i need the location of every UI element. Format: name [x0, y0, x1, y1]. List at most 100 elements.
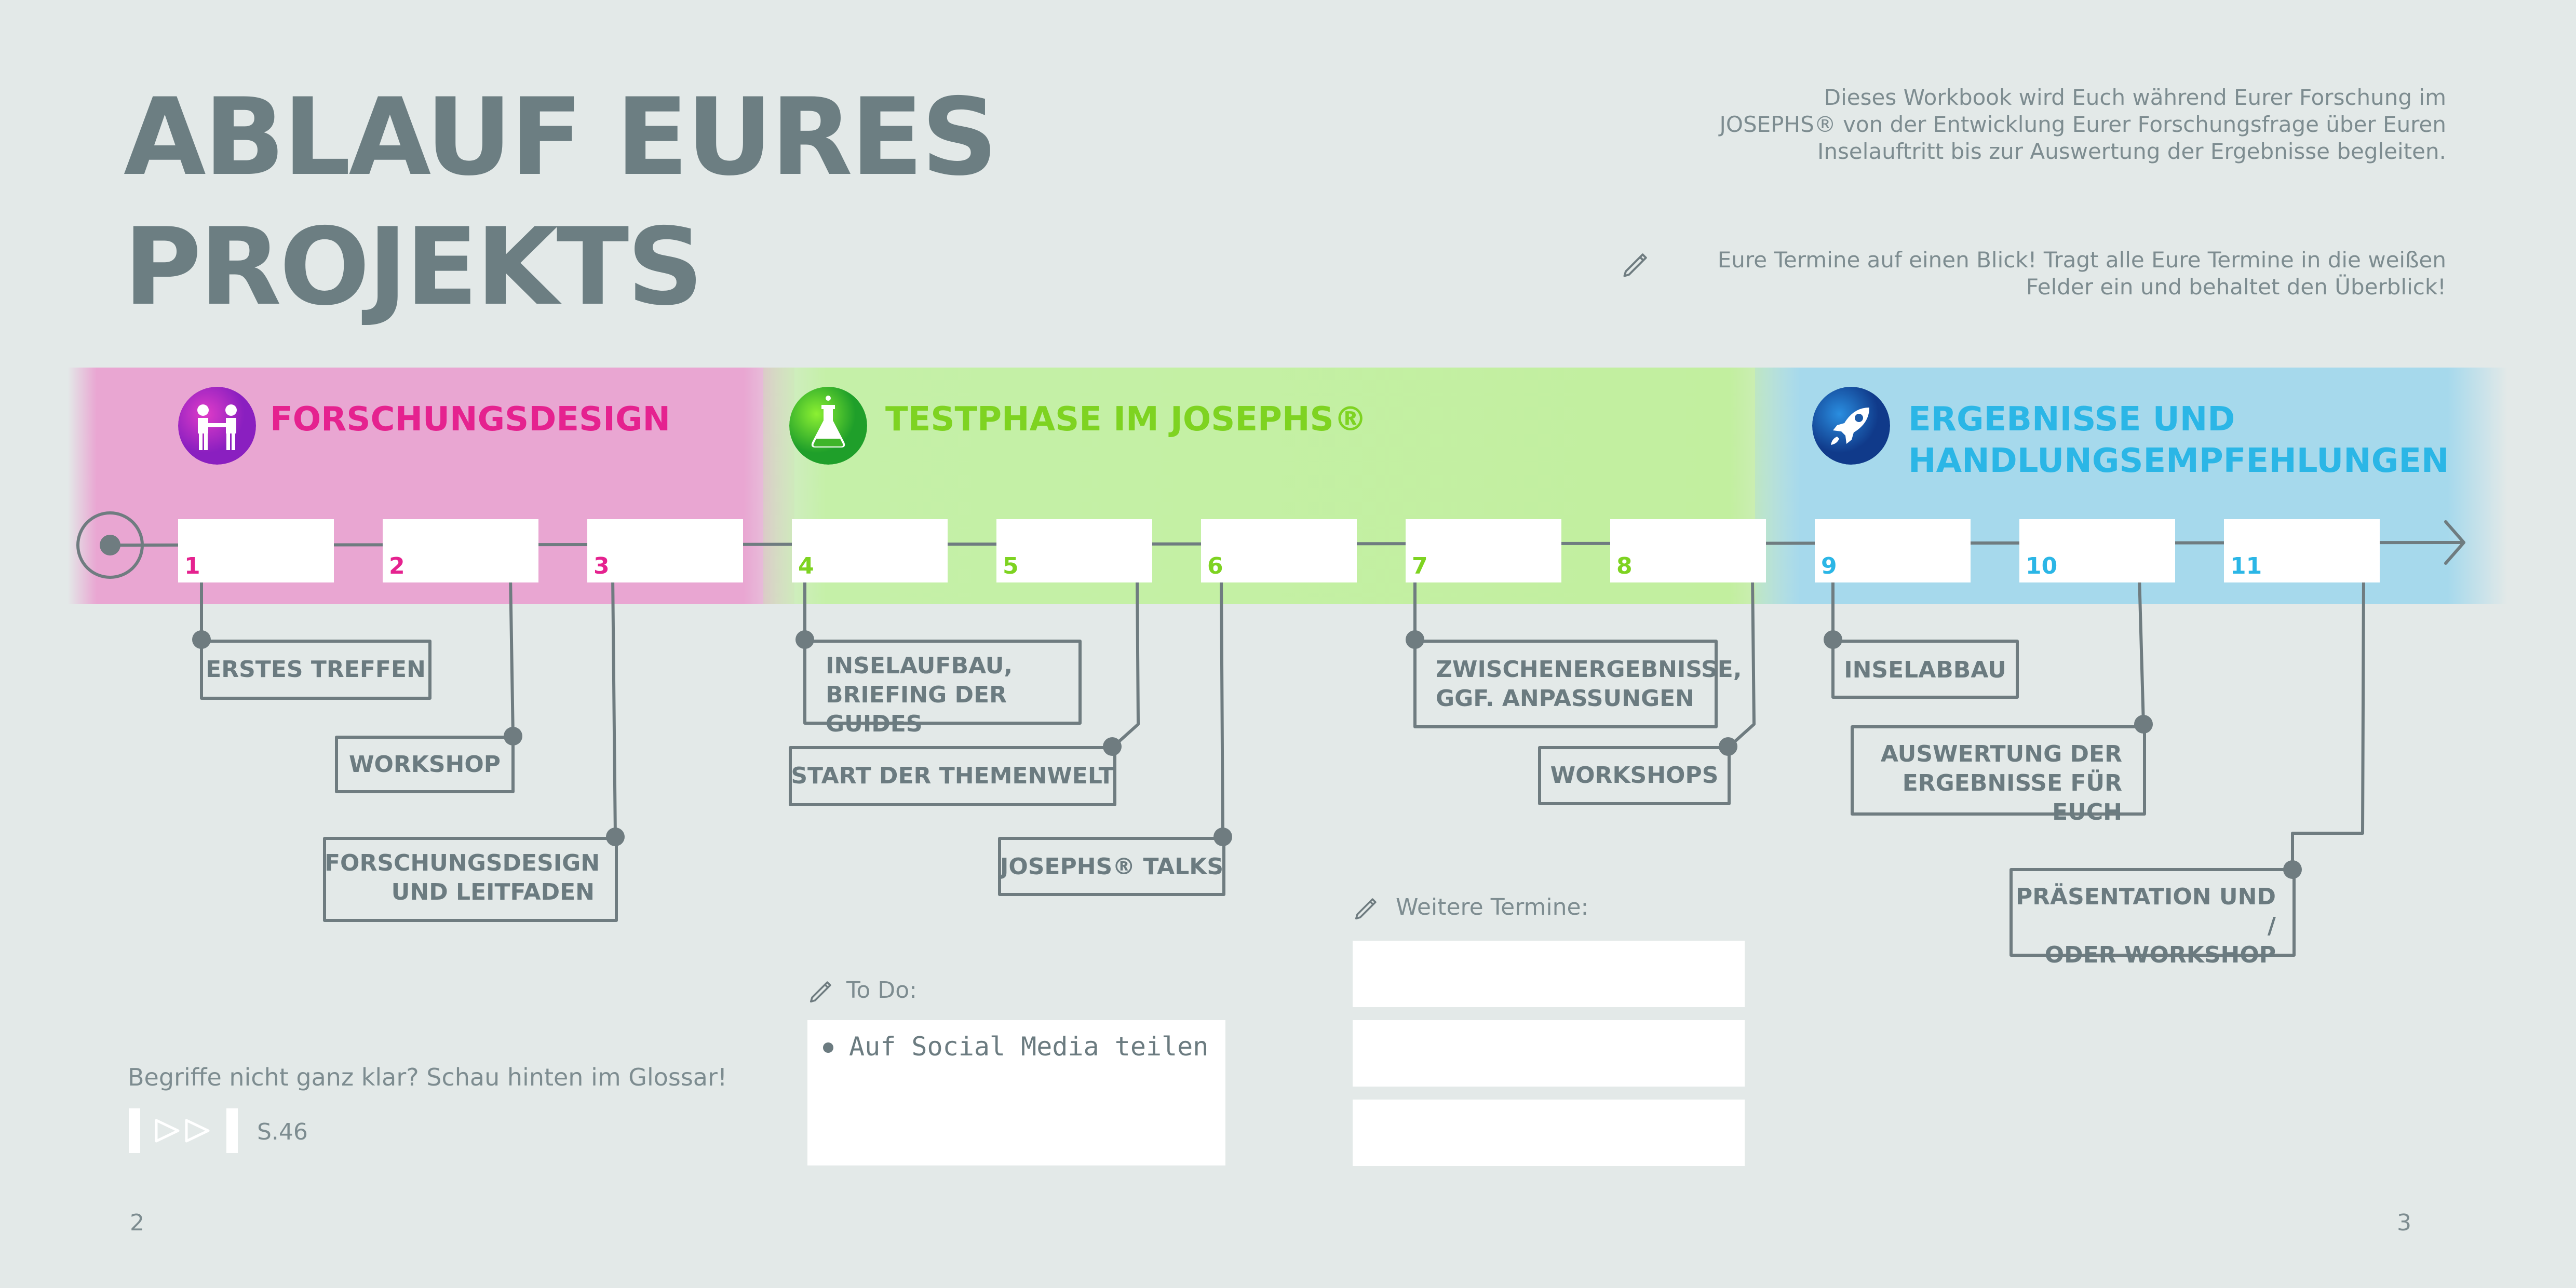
step-label-4-line-1: INSELAUFBAU,	[826, 653, 1013, 679]
glossar-hint: Begriffe nicht ganz klar? Schau hinten i…	[128, 1063, 727, 1091]
termin-hint-line-2: Felder ein und behaltet den Überblick!	[2026, 274, 2446, 300]
step-label-7-line-1: ZWISCHENERGEBNISSE,	[1436, 656, 1742, 683]
page-number-right: 3	[2397, 1210, 2411, 1236]
pencil-icon	[1355, 898, 1377, 920]
label-frame-8	[1538, 746, 1731, 805]
intro-text: Dieses Workbook wird Euch während Eurer …	[1719, 84, 2446, 165]
divider	[226, 1108, 238, 1153]
date-field-10[interactable]	[2019, 519, 2175, 582]
step-number-8: 8	[1616, 553, 1633, 579]
phase-title-ergebnisse-line-2: HANDLUNGSEMPFEHLUNGEN	[1908, 442, 2449, 480]
bullet-icon	[823, 1042, 833, 1053]
step-label-1-line-1: ERSTES TREFFEN	[206, 656, 426, 683]
step-label-6: JOSEPHS® TALKS	[1000, 852, 1224, 882]
weitere-termine-field-1[interactable]	[1353, 941, 1745, 1007]
date-field-5[interactable]	[996, 519, 1152, 582]
weitere-termine-field-3[interactable]	[1353, 1100, 1745, 1166]
step-number-10: 10	[2026, 553, 2058, 579]
step-label-7: ZWISCHENERGEBNISSE, GGF. ANPASSUNGEN	[1436, 655, 1742, 713]
step-number-1: 1	[184, 553, 200, 579]
step-label-6-line-1: JOSEPHS® TALKS	[1000, 853, 1224, 880]
glossar-page-ref: S.46	[257, 1119, 308, 1145]
date-field-2[interactable]	[383, 519, 538, 582]
step-label-4: INSELAUFBAU, BRIEFING DER GUIDES	[826, 652, 1075, 739]
label-frame-6	[998, 837, 1225, 896]
date-field-11[interactable]	[2224, 519, 2380, 582]
date-field-1[interactable]	[178, 519, 334, 582]
timeline-arrow	[2444, 520, 2465, 565]
pencil-icon	[1623, 253, 1647, 277]
intro-line-2: JOSEPHS® von der Entwicklung Eurer Forsc…	[1719, 112, 2446, 137]
label-frame-11	[2009, 868, 2296, 957]
label-frame-7	[1413, 640, 1718, 728]
step-number-4: 4	[798, 553, 814, 579]
step-label-3-line-2: UND LEITFADEN	[391, 879, 595, 905]
phase-title-forschungsdesign: FORSCHUNGSDESIGN	[270, 400, 671, 439]
step-label-10-line-1: AUSWERTUNG DER	[1880, 741, 2122, 767]
weitere-termine-label: Weitere Termine:	[1396, 894, 1589, 920]
connector-2	[509, 575, 515, 738]
step-label-1: ERSTES TREFFEN	[201, 655, 430, 684]
label-frame-3	[323, 837, 618, 922]
step-label-5-line-1: START DER THEMENWELT	[791, 763, 1114, 789]
step-label-8: WORKSHOPS	[1540, 761, 1729, 790]
label-frame-4	[803, 640, 1082, 725]
step-label-10-line-2: ERGEBNISSE FÜR EUCH	[1902, 770, 2122, 825]
phase-title-testphase: TESTPHASE IM JOSEPHS®	[885, 400, 1367, 439]
weitere-termine-field-2[interactable]	[1353, 1020, 1745, 1087]
step-number-2: 2	[389, 553, 405, 579]
todo-box[interactable]: Auf Social Media teilen	[807, 1020, 1225, 1165]
termin-hint-line-1: Eure Termine auf einen Blick! Tragt alle…	[1717, 247, 2446, 273]
label-frame-2	[335, 736, 515, 793]
step-number-6: 6	[1207, 553, 1223, 579]
timeline-start-circle	[76, 511, 144, 579]
date-field-8[interactable]	[1610, 519, 1766, 582]
intro-line-1: Dieses Workbook wird Euch während Eurer …	[1824, 85, 2446, 110]
step-number-3: 3	[594, 553, 610, 579]
intro-line-3: Inselauftritt bis zur Auswertung der Erg…	[1817, 139, 2446, 164]
timeline-start-dot	[100, 535, 120, 555]
step-number-7: 7	[1412, 553, 1428, 579]
step-label-9-line-1: INSELABBAU	[1844, 657, 2006, 683]
page-number-left: 2	[130, 1210, 144, 1236]
step-number-9: 9	[1821, 553, 1837, 579]
phase-title-ergebnisse: ERGEBNISSE UND HANDLUNGSEMPFEHLUNGEN	[1908, 399, 2449, 482]
step-label-2-line-1: WORKSHOP	[348, 751, 501, 778]
step-label-3-line-1: FORSCHUNGSDESIGN	[325, 850, 600, 876]
phase-title-ergebnisse-line-1: ERGEBNISSE UND	[1908, 400, 2235, 439]
step-label-7-line-2: GGF. ANPASSUNGEN	[1436, 685, 1694, 712]
date-field-7[interactable]	[1406, 519, 1561, 582]
pencil-icon	[810, 981, 831, 1003]
step-label-10: AUSWERTUNG DER ERGEBNISSE FÜR EUCH	[1852, 740, 2122, 827]
label-frame-9	[1831, 640, 2019, 699]
step-label-4-line-2: BRIEFING DER GUIDES	[826, 682, 1007, 737]
label-frame-5	[789, 746, 1116, 806]
step-label-5: START DER THEMENWELT	[790, 762, 1115, 791]
forward-arrows-icon	[155, 1119, 210, 1143]
step-number-11: 11	[2230, 553, 2262, 579]
page-title: ABLAUF EURES PROJEKTS	[124, 73, 998, 332]
flask-icon	[789, 387, 867, 465]
step-label-11-line-2: ODER WORKSHOP	[2044, 942, 2276, 968]
step-label-2: WORKSHOP	[336, 750, 513, 779]
page-title-line-1: ABLAUF EURES	[124, 76, 998, 199]
step-number-5: 5	[1003, 553, 1019, 579]
date-field-9[interactable]	[1815, 519, 1971, 582]
date-field-4[interactable]	[792, 519, 948, 582]
step-label-3: FORSCHUNGSDESIGN UND LEITFADEN	[325, 849, 600, 907]
date-field-3[interactable]	[587, 519, 743, 582]
todo-item-1: Auf Social Media teilen	[849, 1032, 1209, 1062]
page-title-line-2: PROJEKTS	[124, 206, 704, 329]
glossar-link[interactable]	[129, 1108, 238, 1153]
step-label-8-line-1: WORKSHOPS	[1550, 762, 1719, 789]
connector-5	[1111, 575, 1140, 749]
connector-11	[2291, 575, 2365, 871]
label-frame-10	[1851, 725, 2146, 816]
todo-label: To Do:	[846, 977, 917, 1004]
label-frame-1	[200, 640, 431, 700]
divider	[129, 1108, 140, 1153]
date-field-6[interactable]	[1201, 519, 1357, 582]
step-label-11: PRÄSENTATION UND / ODER WORKSHOP	[2011, 883, 2276, 970]
connector-10	[2138, 575, 2145, 726]
